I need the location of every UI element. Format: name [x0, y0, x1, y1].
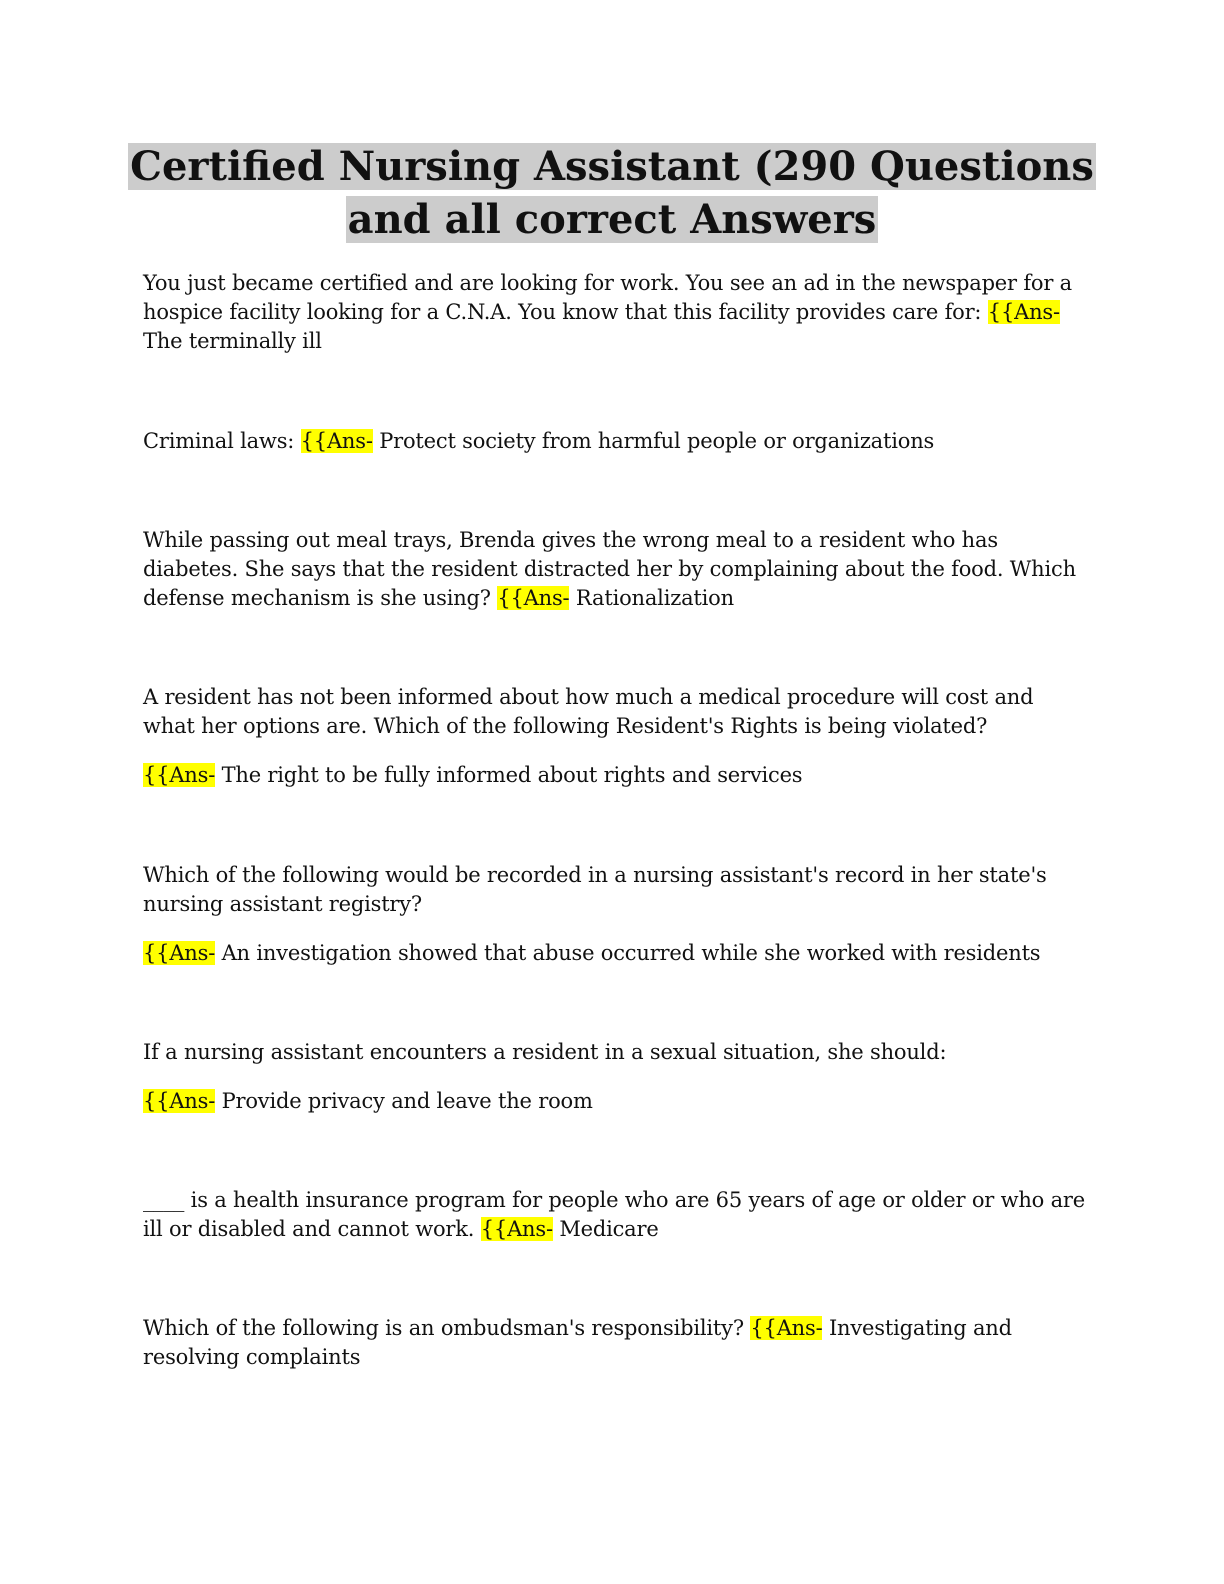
answer-marker: {{Ans- [750, 1316, 823, 1340]
question-text: If a nursing assistant encounters a resi… [143, 1040, 947, 1064]
answer-marker: {{Ans- [987, 300, 1060, 324]
answer-marker: {{Ans- [143, 941, 216, 965]
answer-marker: {{Ans- [300, 429, 373, 453]
answer-marker: {{Ans- [480, 1217, 553, 1241]
document-title: Certified Nursing Assistant (290 Questio… [0, 140, 1224, 246]
answer-text: Protect society from harmful people or o… [379, 429, 935, 453]
question-text: While passing out meal trays, Brenda giv… [143, 528, 1076, 610]
answer-text: Provide privacy and leave the room [221, 1089, 593, 1113]
qa-item-4: A resident has not been informed about h… [143, 683, 1088, 790]
qa-item-1: You just became certified and are lookin… [143, 269, 1088, 356]
answer-marker: {{Ans- [497, 586, 570, 610]
question-text: Criminal laws: [143, 429, 295, 453]
question-text: Which of the following would be recorded… [143, 863, 1047, 916]
answer-text: The terminally ill [143, 329, 322, 353]
question-text: A resident has not been informed about h… [143, 685, 1034, 738]
answer-marker: {{Ans- [143, 763, 216, 787]
answer-marker: {{Ans- [143, 1089, 216, 1113]
question-text: Which of the following is an ombudsman's… [143, 1316, 744, 1340]
qa-item-8: Which of the following is an ombudsman's… [143, 1314, 1088, 1372]
question-text: You just became certified and are lookin… [143, 271, 1072, 324]
answer-text: Investigating and resolving complaints [143, 1316, 1012, 1369]
title-line-1: Certified Nursing Assistant (290 Questio… [128, 143, 1096, 190]
question-text: ____ is a health insurance program for p… [143, 1188, 1085, 1241]
answer-text: Rationalization [575, 586, 734, 610]
qa-item-2: Criminal laws: {{Ans- Protect society fr… [143, 427, 1088, 456]
qa-item-7: ____ is a health insurance program for p… [143, 1186, 1088, 1244]
answer-text: The right to be fully informed about rig… [221, 763, 803, 787]
answer-text: An investigation showed that abuse occur… [221, 941, 1041, 965]
qa-item-6: If a nursing assistant encounters a resi… [143, 1038, 1088, 1116]
answer-text: Medicare [559, 1217, 659, 1241]
title-line-2: and all correct Answers [345, 196, 879, 243]
qa-item-5: Which of the following would be recorded… [143, 861, 1088, 968]
qa-item-3: While passing out meal trays, Brenda giv… [143, 526, 1088, 613]
